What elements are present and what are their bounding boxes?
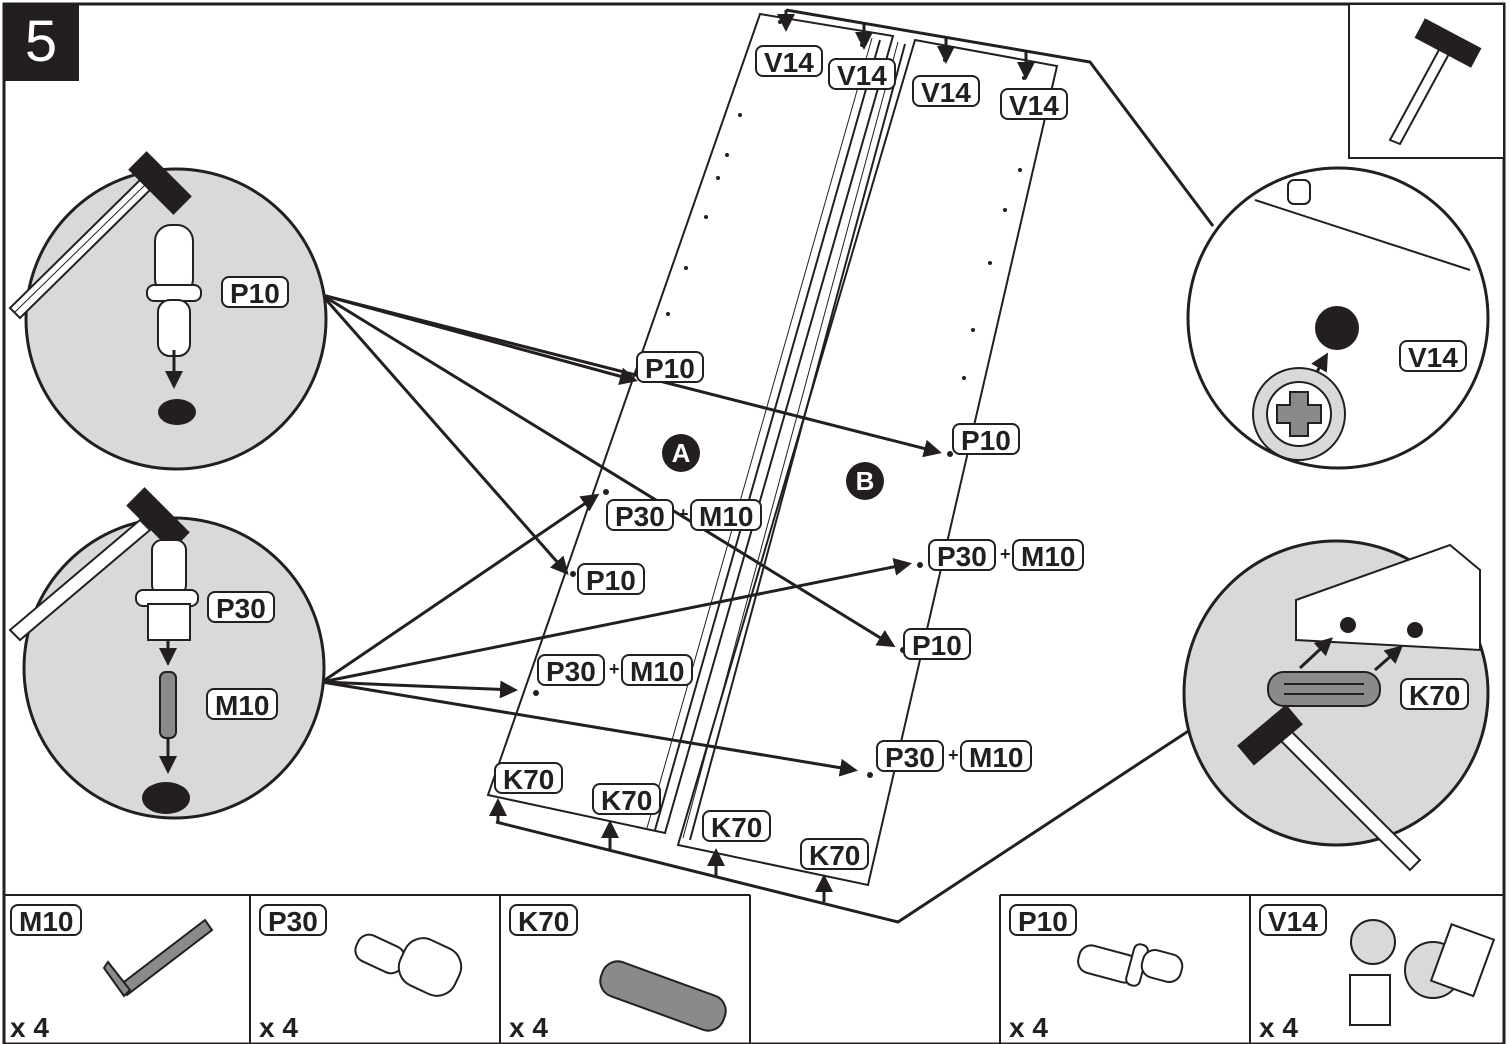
shelf-support-icon [354, 933, 463, 997]
part-qty-p10: x 4 [1009, 1012, 1048, 1043]
k70-callout: K70 [494, 762, 564, 795]
k70-callout: K70 [592, 783, 662, 816]
part-qty-k70: x 4 [509, 1012, 548, 1043]
hammer-icon [8, 487, 190, 642]
p30-callout: P30 [928, 539, 996, 572]
part-code-v14: V14 [1259, 904, 1327, 937]
glide-strip-icon [1267, 671, 1381, 707]
v14-callout: V14 [1000, 88, 1068, 121]
p30-m10-detail-circle [8, 487, 326, 820]
plus-sign: + [948, 745, 959, 765]
part-qty-v14: x 4 [1259, 1012, 1298, 1043]
plus-sign: + [678, 504, 689, 524]
m10-callout: M10 [621, 654, 694, 687]
part-code-m10: M10 [10, 904, 83, 937]
panel-b-label: B [846, 462, 884, 500]
v14-arrows [777, 8, 1215, 227]
v14-detail-label: V14 [1399, 340, 1467, 373]
k70-detail-label: K70 [1400, 678, 1470, 711]
k70-callout: K70 [800, 838, 870, 871]
v14-callout: V14 [912, 75, 980, 108]
hammer-icon [1388, 18, 1482, 146]
p30-callout: P30 [537, 654, 605, 687]
part-qty-p30: x 4 [259, 1012, 298, 1043]
step-number: 5 [3, 3, 79, 81]
cam-lock-icon [1349, 919, 1496, 1026]
plus-sign: + [609, 659, 620, 679]
p30-callout: P30 [876, 740, 944, 773]
m10-detail-label: M10 [206, 688, 279, 721]
shelf-pin-icon [146, 224, 202, 425]
m10-callout: M10 [1012, 539, 1085, 572]
p10-detail-circle [8, 151, 328, 471]
v14-callout: V14 [828, 58, 896, 91]
cam-lock-icon [1252, 367, 1346, 461]
p10-callout: P10 [903, 628, 971, 661]
tool-box [1348, 3, 1505, 159]
m10-callout: M10 [690, 499, 763, 532]
panel-a-label: A [662, 434, 700, 472]
glide-strip-icon [599, 960, 727, 1032]
shelf-pin-icon [1077, 943, 1184, 987]
p30-callout: P30 [606, 499, 674, 532]
parts-strip [4, 894, 1504, 1044]
p10-detail-label: P10 [221, 276, 289, 309]
p30-detail-label: P30 [207, 591, 275, 624]
dowel-pin-icon [102, 918, 214, 998]
shelf-support-icon [135, 539, 199, 666]
dowel-pin-icon [142, 671, 190, 814]
k70-callout: K70 [702, 810, 772, 843]
p10-callout: P10 [952, 423, 1020, 456]
k70-detail-circle [1182, 539, 1490, 872]
v14-detail-circle [1186, 166, 1490, 470]
part-qty-m10: x 4 [10, 1012, 49, 1043]
plus-sign: + [1000, 544, 1011, 564]
m10-callout: M10 [960, 740, 1033, 773]
cam-hole [1315, 306, 1359, 350]
k70-arrows [489, 726, 1194, 924]
part-code-p10: P10 [1009, 904, 1077, 937]
p30-m10-leaders [321, 493, 912, 777]
p10-callout: P10 [577, 563, 645, 596]
hammer-icon [8, 151, 192, 320]
v14-callout: V14 [755, 45, 823, 78]
p10-callout: P10 [636, 351, 704, 384]
hammer-icon [1237, 704, 1422, 872]
part-code-p30: P30 [259, 904, 327, 937]
part-code-k70: K70 [509, 904, 579, 937]
